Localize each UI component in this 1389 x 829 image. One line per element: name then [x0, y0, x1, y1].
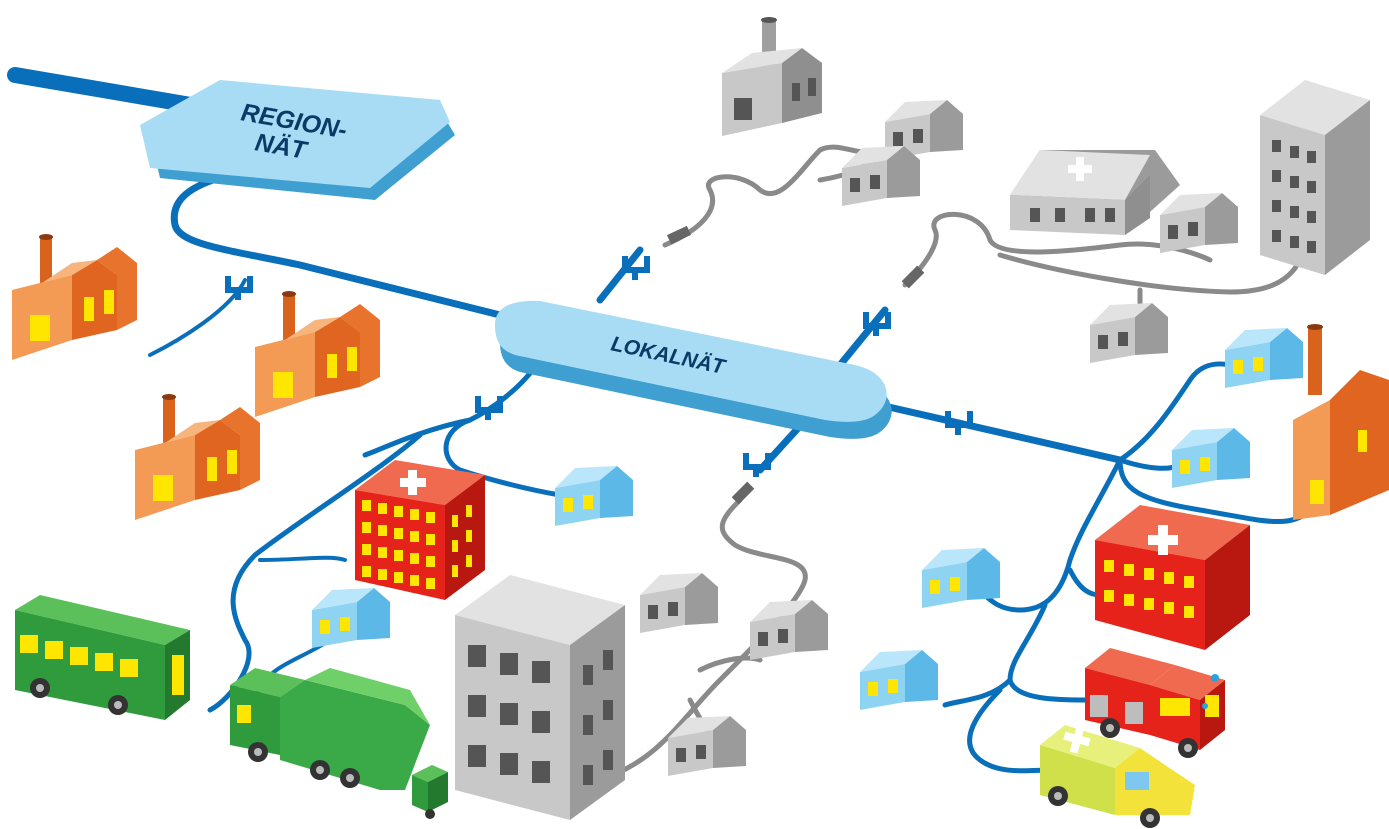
house-icon — [842, 146, 920, 206]
grey-hospital-icon — [1010, 150, 1180, 235]
apartment-building-icon — [1260, 80, 1370, 275]
house-icon — [640, 573, 718, 633]
house-icon — [312, 588, 390, 648]
house-icon — [1090, 303, 1168, 363]
lokal-hub: LOKALNÄT — [495, 300, 892, 439]
house-icon — [1160, 193, 1238, 253]
grey-factory-icon — [722, 17, 822, 136]
hospital-icon — [1095, 505, 1250, 650]
grey-breakers — [666, 225, 925, 505]
hospital-icon — [355, 460, 485, 600]
factory-icon — [255, 291, 380, 417]
region-hub: REGION- NÄT — [140, 80, 455, 200]
ambulance-icon — [1040, 725, 1195, 828]
house-icon — [860, 650, 938, 710]
factory-icon — [12, 234, 137, 360]
factory-icon — [1293, 324, 1389, 520]
bus-icon — [15, 595, 190, 720]
house-icon — [1172, 428, 1250, 488]
house-icon — [1225, 328, 1303, 388]
grey-network-lines — [597, 144, 1303, 783]
apartment-building-icon — [455, 575, 625, 820]
house-icon — [750, 600, 828, 660]
garbage-truck-icon — [230, 668, 430, 790]
fire-truck-icon — [1085, 648, 1225, 758]
factory-icon — [135, 394, 260, 520]
garbage-bin-icon — [412, 765, 448, 819]
house-icon — [555, 466, 633, 526]
